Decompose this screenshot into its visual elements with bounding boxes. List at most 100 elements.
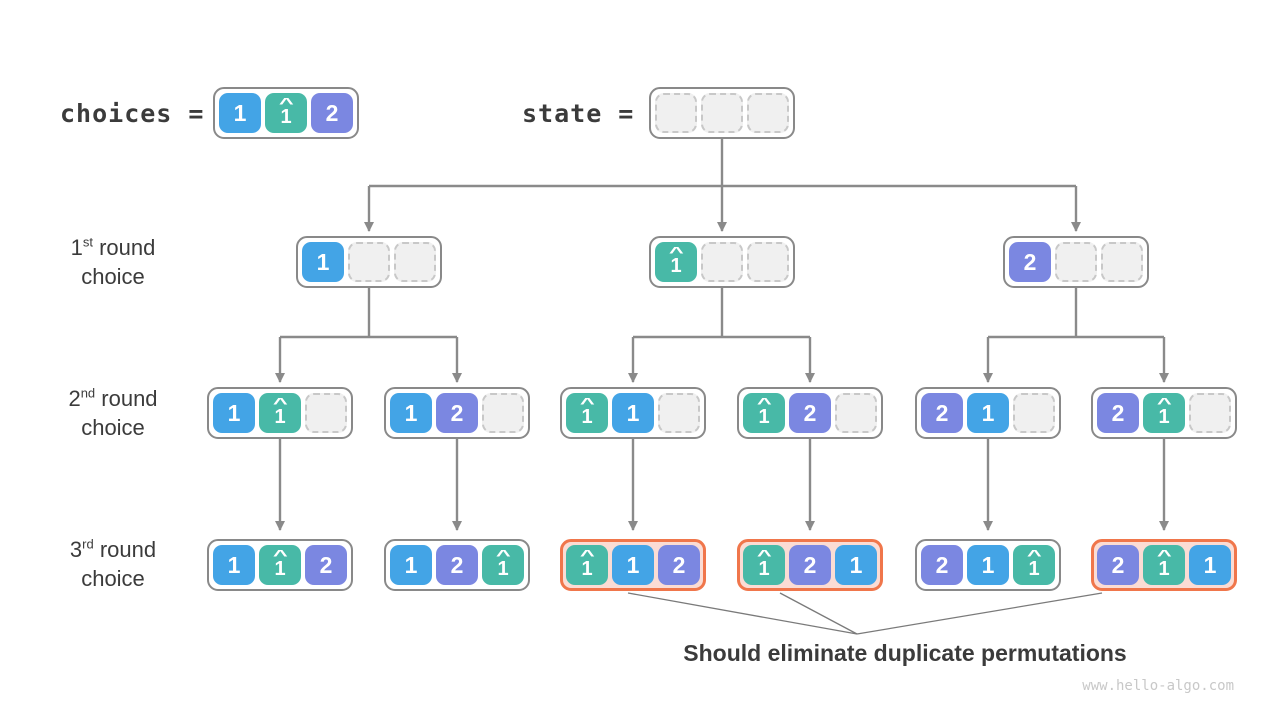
empty-cell — [1189, 393, 1231, 433]
cell-digit: 1 — [274, 558, 286, 580]
cell-2: 2 — [789, 545, 831, 585]
empty-cell — [348, 242, 390, 282]
cell-digit: 1 — [758, 406, 770, 428]
round1-box-1: 1 — [296, 236, 442, 288]
cell-1hat: ^1 — [743, 393, 785, 433]
empty-cell — [1055, 242, 1097, 282]
round1-box-2: ^1 — [649, 236, 795, 288]
cell-1: 1 — [213, 545, 255, 585]
round2-box-1: 1^1 — [207, 387, 353, 439]
cell-1hat: ^1 — [265, 93, 307, 133]
row-label-line2: choice — [81, 264, 145, 289]
cell-digit: 1 — [497, 558, 509, 580]
cell-1: 1 — [213, 393, 255, 433]
cell-1hat: ^1 — [1143, 393, 1185, 433]
cell-2: 2 — [789, 393, 831, 433]
cell-2: 2 — [921, 545, 963, 585]
cell-2: 2 — [1097, 393, 1139, 433]
empty-cell — [747, 242, 789, 282]
empty-cell — [835, 393, 877, 433]
row-label-line2: choice — [81, 415, 145, 440]
cell-digit: 1 — [758, 558, 770, 580]
row-label-line2: choice — [81, 566, 145, 591]
empty-cell — [655, 93, 697, 133]
cell-1hat: ^1 — [566, 545, 608, 585]
hat-mark: ^ — [756, 395, 772, 412]
cell-2: 2 — [436, 545, 478, 585]
hat-mark: ^ — [579, 395, 595, 412]
cell-1: 1 — [302, 242, 344, 282]
cell-1: 1 — [835, 545, 877, 585]
watermark: www.hello-algo.com — [1082, 678, 1234, 694]
cell-1: 1 — [967, 393, 1009, 433]
duplicate-annotation: Should eliminate duplicate permutations — [683, 640, 1127, 666]
cell-digit: 1 — [670, 255, 682, 277]
pointer-line — [856, 592, 1103, 635]
cell-1hat: ^1 — [566, 393, 608, 433]
row-label-line1: 3rd round — [69, 536, 157, 562]
choices-label: choices = — [60, 99, 205, 128]
cell-2: 2 — [436, 393, 478, 433]
cell-1hat: ^1 — [482, 545, 524, 585]
cell-digit: 1 — [581, 406, 593, 428]
cell-digit: 1 — [1028, 558, 1040, 580]
cell-2: 2 — [311, 93, 353, 133]
cell-1: 1 — [219, 93, 261, 133]
cell-1: 1 — [390, 393, 432, 433]
cell-digit: 1 — [1158, 406, 1170, 428]
cell-digit: 1 — [581, 558, 593, 580]
hat-mark: ^ — [278, 95, 294, 112]
hat-mark: ^ — [1156, 395, 1172, 412]
hat-mark: ^ — [495, 547, 511, 564]
cell-digit: 1 — [1158, 558, 1170, 580]
empty-cell — [482, 393, 524, 433]
hat-mark: ^ — [272, 547, 288, 564]
cell-1hat: ^1 — [259, 545, 301, 585]
round2-box-6: 2^1 — [1091, 387, 1237, 439]
state-label: state = — [522, 99, 635, 128]
empty-cell — [305, 393, 347, 433]
row-label-round-3: 3rd round choice — [28, 535, 198, 593]
empty-cell — [701, 93, 743, 133]
cell-1: 1 — [612, 393, 654, 433]
cell-2: 2 — [1009, 242, 1051, 282]
cell-1hat: ^1 — [259, 393, 301, 433]
row-label-line1: 2nd round — [68, 385, 158, 411]
cell-2: 2 — [1097, 545, 1139, 585]
cell-1: 1 — [390, 545, 432, 585]
hat-mark: ^ — [756, 547, 772, 564]
empty-cell — [1013, 393, 1055, 433]
row-label-round-2: 2nd round choice — [28, 384, 198, 442]
cell-1hat: ^1 — [1013, 545, 1055, 585]
cell-1: 1 — [967, 545, 1009, 585]
hat-mark: ^ — [272, 395, 288, 412]
empty-cell — [1101, 242, 1143, 282]
cell-2: 2 — [921, 393, 963, 433]
cell-1hat: ^1 — [1143, 545, 1185, 585]
row-label-line1: 1st round — [70, 234, 156, 260]
cell-1hat: ^1 — [743, 545, 785, 585]
cell-1: 1 — [1189, 545, 1231, 585]
pointer-line — [627, 592, 858, 635]
cell-2: 2 — [658, 545, 700, 585]
hat-mark: ^ — [579, 547, 595, 564]
row-label-round-1: 1st round choice — [28, 233, 198, 291]
round1-box-3: 2 — [1003, 236, 1149, 288]
cell-digit: 1 — [274, 406, 286, 428]
empty-cell — [658, 393, 700, 433]
hat-mark: ^ — [1156, 547, 1172, 564]
cell-1hat: ^1 — [655, 242, 697, 282]
empty-cell — [394, 242, 436, 282]
state-array-box — [649, 87, 795, 139]
cell-1: 1 — [612, 545, 654, 585]
